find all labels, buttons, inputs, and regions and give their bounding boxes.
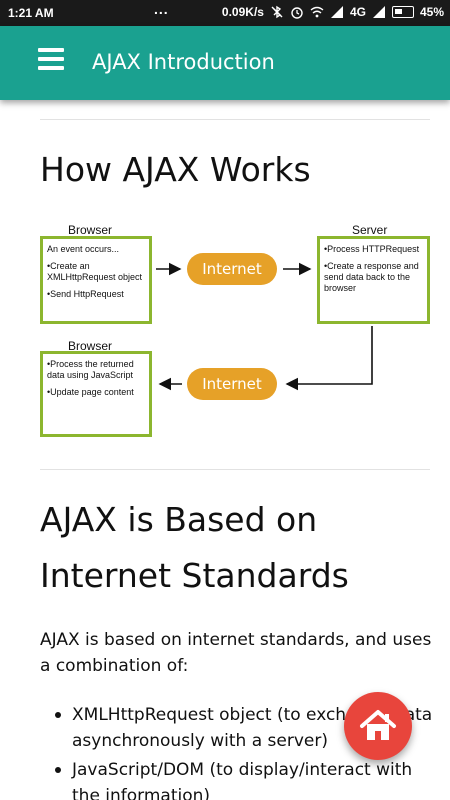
status-right-group: 0.09K/s 4G 45% bbox=[222, 5, 444, 19]
app-bar-title: AJAX Introduction bbox=[92, 50, 275, 74]
ajax-diagram: Browser Server Browser An event occurs..… bbox=[0, 220, 450, 440]
status-dots: ... bbox=[154, 1, 169, 17]
heading-internet-standards-line2: Internet Standards bbox=[40, 556, 349, 595]
network-type: 4G bbox=[349, 5, 366, 19]
bluetooth-off-icon bbox=[271, 5, 283, 19]
diagram-internet-bottom: Internet bbox=[187, 368, 277, 400]
diagram-label-browser-bottom: Browser bbox=[68, 339, 113, 353]
divider-top bbox=[40, 119, 430, 120]
battery-percent: 45% bbox=[419, 5, 444, 19]
divider-middle bbox=[40, 469, 430, 470]
diagram-text: •Process the returned data using JavaScr… bbox=[47, 359, 134, 380]
status-time: 1:21 AM bbox=[8, 6, 54, 20]
network-speed: 0.09K/s bbox=[221, 5, 264, 19]
diagram-text: •Update page content bbox=[47, 387, 134, 397]
alarm-icon bbox=[291, 7, 303, 19]
diagram-box-browser-bottom: •Process the returned data using JavaScr… bbox=[40, 351, 152, 437]
heading-how-ajax-works: How AJAX Works bbox=[40, 150, 311, 189]
diagram-label-server: Server bbox=[352, 223, 388, 237]
diagram-box-server: •Process HTTPRequest •Create a response … bbox=[317, 236, 430, 324]
home-icon bbox=[360, 710, 396, 740]
list-item: XMLHttpRequest object (to exchange data … bbox=[55, 702, 442, 754]
diagram-arrows bbox=[156, 262, 373, 391]
signal-icon-2 bbox=[372, 6, 385, 18]
diagram-text: •Create a response and send data back to… bbox=[324, 261, 419, 293]
diagram-text: •Process HTTPRequest bbox=[324, 244, 420, 254]
diagram-label-browser-top: Browser bbox=[68, 223, 113, 237]
diagram-text: •Create an XMLHttpRequest object bbox=[47, 261, 143, 282]
wifi-icon bbox=[310, 6, 324, 18]
diagram-text: An event occurs... bbox=[47, 244, 120, 254]
signal-icon-1 bbox=[330, 6, 343, 18]
list-item: JavaScript/DOM (to display/interact with… bbox=[55, 757, 442, 800]
paragraph-intro: AJAX is based on internet standards, and… bbox=[40, 630, 432, 676]
page-content[interactable]: How AJAX Works Browser Server Browser An… bbox=[0, 100, 450, 800]
diagram-box-browser-top: An event occurs... •Create an XMLHttpReq… bbox=[40, 236, 152, 324]
hamburger-menu-icon[interactable] bbox=[38, 48, 66, 74]
battery-icon bbox=[391, 6, 414, 18]
diagram-internet-top: Internet bbox=[187, 253, 277, 285]
standards-list: XMLHttpRequest object (to exchange data … bbox=[55, 702, 442, 800]
app-bar: AJAX Introduction bbox=[0, 26, 450, 100]
status-bar: 1:21 AM ... 0.09K/s 4G 45% bbox=[0, 0, 450, 26]
heading-internet-standards-line1: AJAX is Based on bbox=[40, 500, 318, 539]
diagram-text: •Send HttpRequest bbox=[47, 289, 124, 299]
home-fab-button[interactable] bbox=[344, 692, 412, 760]
